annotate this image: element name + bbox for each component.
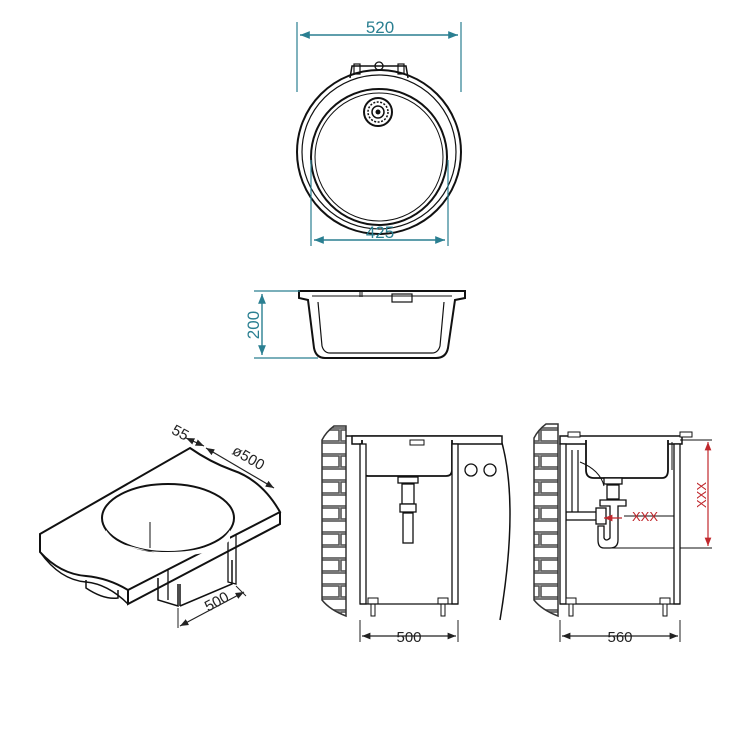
tap-mount: [349, 65, 409, 79]
sink-cutout: [101, 483, 235, 553]
cabinet-front-view: 500: [321, 425, 511, 646]
edge-distance-label: 55: [169, 422, 192, 445]
cabinet-side-view: XXX XXX 560: [533, 423, 712, 646]
sink-bowl-section: [361, 440, 453, 477]
bowl-width-label: 425: [366, 223, 394, 242]
front-cabinet-width-label: 500: [396, 629, 421, 646]
overflow-slot: [391, 293, 413, 303]
cutout-diameter-label: ø500: [229, 442, 267, 474]
drain-strainer-icon: [363, 97, 393, 127]
sink-rim: [296, 69, 462, 235]
side-section-view: 200: [244, 290, 466, 359]
drain-height-label: XXX: [694, 482, 709, 508]
wall-section-side: [533, 423, 559, 618]
siphon-trap-icon: [565, 450, 627, 549]
sink-profile: [298, 290, 466, 359]
tap-hole-icon: [374, 61, 384, 71]
drain-pipe-icon: [397, 476, 419, 544]
sink-bowl-side: [585, 440, 669, 479]
wall-section: [321, 425, 347, 618]
sink-bowl: [310, 88, 448, 226]
outer-width-label: 520: [366, 18, 394, 37]
top-view: 520 425: [296, 18, 462, 246]
side-cabinet-width-label: 560: [607, 629, 632, 646]
depth-label: 200: [244, 311, 263, 339]
drain-offset-label: XXX: [632, 509, 658, 524]
countertop-cutout-view: 55 ø500 500: [39, 422, 282, 628]
